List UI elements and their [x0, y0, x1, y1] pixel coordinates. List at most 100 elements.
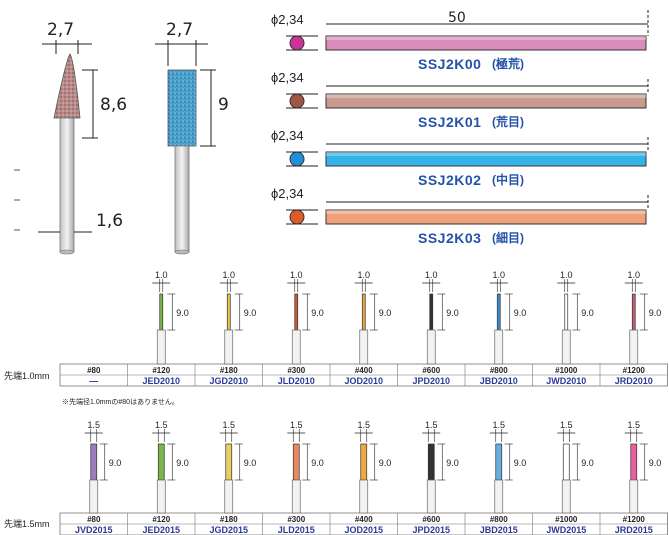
- tool-tip: [294, 293, 299, 331]
- tip-len: 9.0: [649, 458, 662, 468]
- tip-len: 9.0: [514, 308, 527, 318]
- tip-dia: 1.5: [357, 420, 370, 430]
- product-code: JOD2010: [344, 376, 383, 386]
- tip-len: 9.0: [176, 458, 189, 468]
- tip-dia: 1.5: [627, 420, 640, 430]
- tip-len: 9.0: [244, 458, 257, 468]
- cone-top-width: 2,7: [47, 20, 74, 40]
- tip-dia: 1.0: [222, 270, 235, 280]
- cone-shank: 1,6: [96, 211, 123, 231]
- rod-dia: ϕ2,34: [271, 128, 304, 143]
- tool-shank: [561, 329, 571, 365]
- grit-label: #600: [422, 515, 440, 524]
- tip-len: 9.0: [379, 308, 392, 318]
- tool-shank: [291, 329, 301, 365]
- tip-dia: 1.0: [560, 270, 573, 280]
- tool-shank: [291, 479, 301, 514]
- grit-label: #180: [220, 366, 238, 375]
- tip-len: 9.0: [109, 458, 122, 468]
- tip-dia: 1.0: [425, 270, 438, 280]
- tip-dia: 1.0: [155, 270, 168, 280]
- tool-shank: [426, 479, 436, 514]
- rod-dia: ϕ2,34: [271, 186, 304, 201]
- tool-shank: [224, 479, 234, 514]
- product-code: JWD2010: [546, 376, 586, 386]
- grit-label: #80: [87, 515, 101, 524]
- product-code: JED2015: [142, 525, 180, 535]
- tool-shank: [426, 329, 436, 365]
- tip-len: 9.0: [311, 308, 324, 318]
- tool-tip: [427, 443, 435, 481]
- product-code: JLD2015: [278, 525, 315, 535]
- tool-tip: [429, 293, 434, 331]
- tool-shank: [359, 479, 369, 514]
- grit-label: #600: [422, 366, 440, 375]
- tip-len: 9.0: [379, 458, 392, 468]
- tip-dia: 1.5: [155, 420, 168, 430]
- tip-dia: 1.5: [290, 420, 303, 430]
- grit-label: #180: [220, 515, 238, 524]
- tool-tip: [157, 443, 165, 481]
- tip-len: 9.0: [311, 458, 324, 468]
- tip-len: 9.0: [244, 308, 257, 318]
- tool-tip: [631, 293, 636, 331]
- grit-label: #120: [152, 515, 170, 524]
- rod-dot: [289, 93, 305, 109]
- rod-dia: ϕ2,34: [271, 12, 304, 27]
- grit-label: #400: [355, 515, 373, 524]
- rod-code: SSJ2K01: [418, 114, 481, 130]
- tool-shank: [494, 329, 504, 365]
- tip-dia: 1.5: [425, 420, 438, 430]
- grit-label: #1200: [623, 366, 646, 375]
- tip-dia: 1.5: [492, 420, 505, 430]
- cone-tool: [38, 40, 98, 255]
- product-code: JLD2010: [278, 376, 315, 386]
- tool-tip: [159, 293, 164, 331]
- grit-label: #800: [490, 366, 508, 375]
- tool-tip: [564, 293, 569, 331]
- tool-shank: [89, 479, 99, 514]
- grit-label: #300: [287, 366, 305, 375]
- row2-label: 先端1.5mm: [4, 518, 50, 529]
- row-1mm: #80—#120JED20101.09.0#180JGD20101.09.0#3…: [59, 270, 668, 387]
- tool-shank: [156, 329, 166, 365]
- product-code: JGD2010: [209, 376, 248, 386]
- grit-label: #80: [87, 366, 101, 375]
- tool-tip: [495, 443, 503, 481]
- grit-label: #300: [287, 515, 305, 524]
- rod-length: 50: [448, 10, 466, 26]
- cyl-top-width: 2,7: [166, 20, 193, 40]
- tip-len: 9.0: [581, 458, 594, 468]
- tool-tip: [292, 443, 300, 481]
- product-code: JPD2015: [412, 525, 450, 535]
- tip-len: 9.0: [446, 308, 459, 318]
- tip-len: 9.0: [176, 308, 189, 318]
- tool-tip: [496, 293, 501, 331]
- product-code: JWD2015: [546, 525, 586, 535]
- rod-code: SSJ2K03: [418, 230, 481, 246]
- product-code: JPD2010: [412, 376, 450, 386]
- tip-dia: 1.0: [357, 270, 370, 280]
- product-code: JBD2010: [480, 376, 518, 386]
- cyl-length: 9: [218, 95, 229, 115]
- product-code: JED2010: [142, 376, 180, 386]
- product-code: JVD2015: [75, 525, 113, 535]
- grit-label: #1000: [555, 366, 578, 375]
- tip-dia: 1.0: [627, 270, 640, 280]
- rod-dia: ϕ2,34: [271, 70, 304, 85]
- tip-len: 9.0: [581, 308, 594, 318]
- tool-shank: [494, 479, 504, 514]
- tool-tip: [226, 293, 231, 331]
- tool-tip: [90, 443, 98, 481]
- rod-dot: [289, 35, 305, 51]
- tool-shank: [629, 479, 639, 514]
- product-code: JBD2015: [480, 525, 518, 535]
- rod-grade: (極荒): [492, 56, 524, 71]
- rod-grade: (荒目): [492, 114, 524, 129]
- tool-tip: [361, 293, 366, 331]
- tool-shank: [224, 329, 234, 365]
- tip-len: 9.0: [649, 308, 662, 318]
- grit-label: #1000: [555, 515, 578, 524]
- tip-len: 9.0: [514, 458, 527, 468]
